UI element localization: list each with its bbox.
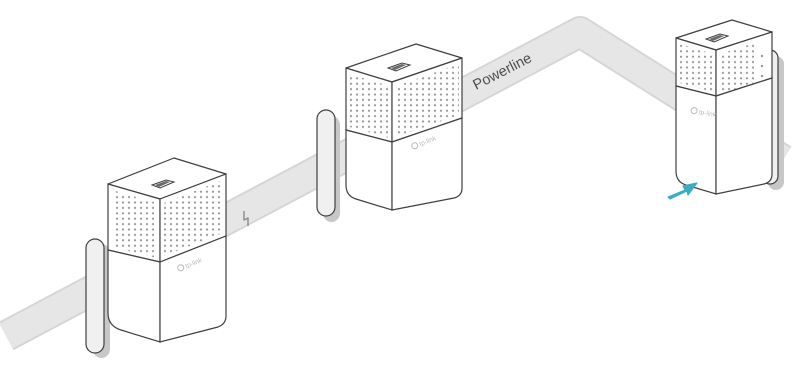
lightning-icon (243, 211, 249, 226)
adapter-middle: tp-link (316, 43, 463, 222)
wall-socket-plate (316, 109, 340, 222)
ethernet-port-icon (704, 33, 730, 43)
brand-label: tp-link (698, 109, 717, 119)
brand-logo: tp-link (690, 107, 717, 119)
status-led-indicators (760, 54, 764, 78)
ethernet-port-icon (150, 179, 176, 189)
adapter-right: tp-link (675, 19, 784, 195)
arrow-right-icon (667, 182, 698, 200)
wall-socket-plate (85, 238, 110, 358)
adapter-left: tp-link (85, 157, 227, 358)
ethernet-port-icon (386, 62, 412, 72)
